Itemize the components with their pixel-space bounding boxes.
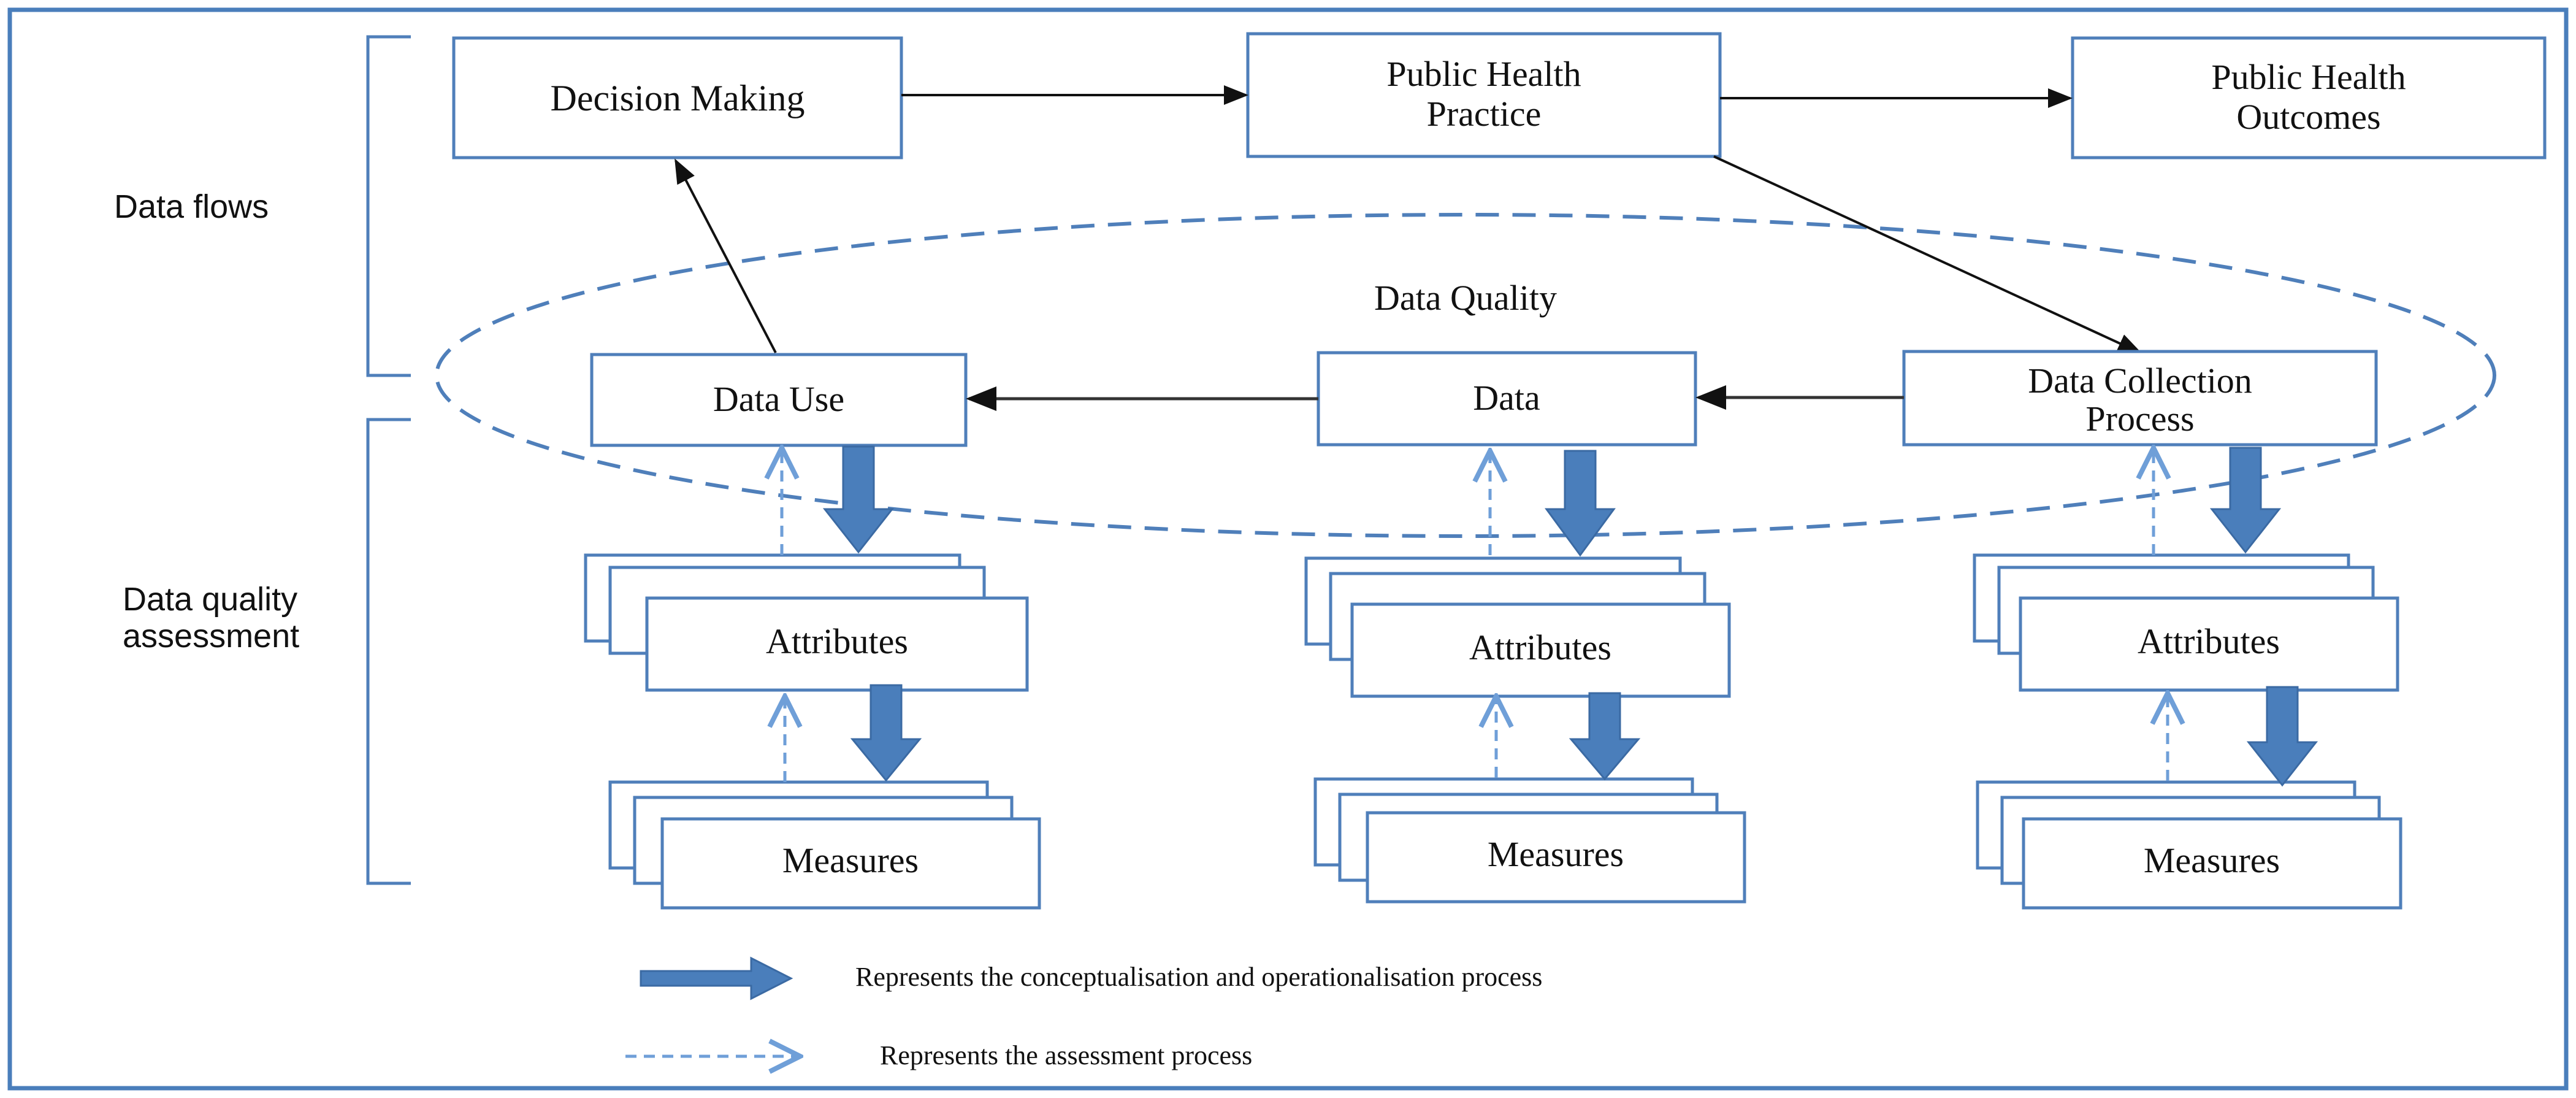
- data-collection-process-label-line2: Process: [2085, 399, 2194, 439]
- data-flows-label: Data flows: [114, 188, 269, 225]
- data-use-box: Data Use: [590, 353, 968, 447]
- measures-stack-2: Measures: [1313, 777, 1746, 904]
- data-collection-process-box: Data Collection Process: [1902, 350, 2378, 447]
- public-health-practice-label-line2: Practice: [1427, 94, 1542, 134]
- arrow-datause-to-decision: [675, 158, 777, 353]
- attributes-label-1: Attributes: [766, 621, 908, 661]
- assessment-bracket: [366, 418, 411, 885]
- measures-label-2: Measures: [1488, 834, 1624, 874]
- data-quality-label: Data Quality: [1374, 278, 1557, 318]
- thick-arrow-datause-to-attributes: [822, 445, 895, 554]
- thick-arrow-data-to-attributes: [1545, 450, 1616, 557]
- legend-thick-arrow-text: Represents the conceptualisation and ope…: [855, 962, 1542, 992]
- public-health-outcomes-label-line2: Outcomes: [2236, 97, 2380, 137]
- data-quality-ellipse: [435, 213, 2496, 538]
- outer-frame: [7, 7, 2569, 1091]
- public-health-practice-box: Public Health Practice: [1246, 32, 1722, 158]
- attributes-label-3: Attributes: [2138, 621, 2280, 661]
- data-label: Data: [1473, 378, 1540, 418]
- measures-stack-3: Measures: [1976, 780, 2402, 910]
- attributes-stack-1: Attributes: [584, 553, 1029, 692]
- data-quality-assessment-label-line1: Data quality: [123, 581, 297, 618]
- legend-thick-arrow: [640, 956, 793, 1000]
- legend-dashed-arrow-text: Represents the assessment process: [880, 1040, 1252, 1070]
- data-flows-bracket: [366, 35, 411, 377]
- public-health-outcomes-label-line1: Public Health: [2211, 57, 2406, 97]
- attributes-label-2: Attributes: [1469, 628, 1611, 667]
- attributes-stack-2: Attributes: [1304, 556, 1731, 698]
- thick-arrow-attributes-to-measures-1: [850, 684, 922, 782]
- public-health-outcomes-box: Public Health Outcomes: [2071, 36, 2547, 159]
- data-use-label: Data Use: [713, 379, 844, 419]
- thick-arrow-attributes-to-measures-2: [1569, 692, 1641, 781]
- thick-arrow-collection-to-attributes: [2209, 447, 2282, 554]
- measures-stack-1: Measures: [608, 780, 1041, 910]
- decision-making-box: Decision Making: [452, 36, 903, 159]
- thick-arrow-attributes-to-measures-3: [2246, 686, 2318, 787]
- attributes-stack-3: Attributes: [1973, 553, 2399, 692]
- data-quality-assessment-label-line2: assessment: [123, 618, 299, 655]
- decision-making-label: Decision Making: [551, 78, 805, 118]
- arrow-practice-to-collection: [1713, 155, 2142, 354]
- data-box: Data: [1317, 351, 1697, 447]
- measures-label-1: Measures: [782, 840, 919, 880]
- data-collection-process-label-line1: Data Collection: [2028, 361, 2252, 401]
- public-health-practice-label-line1: Public Health: [1386, 54, 1581, 94]
- measures-label-3: Measures: [2144, 840, 2280, 880]
